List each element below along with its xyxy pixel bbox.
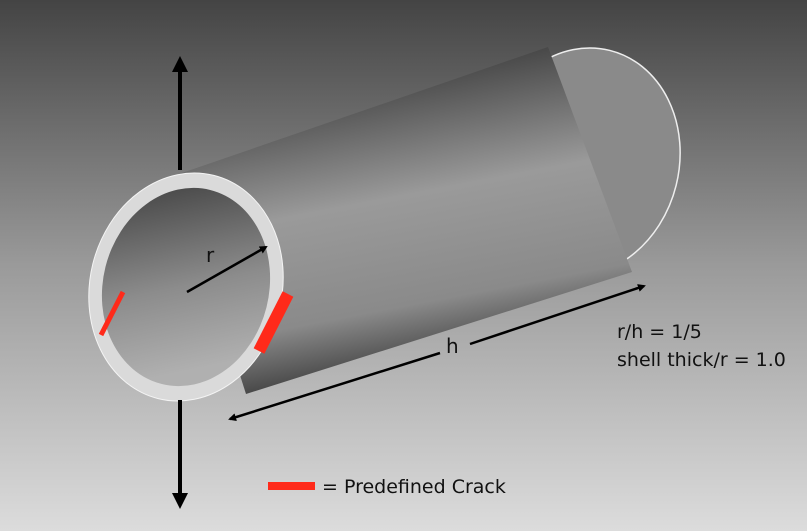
height-label: h xyxy=(446,334,459,358)
cylinder-inner xyxy=(101,187,271,387)
ratio-label: r/h = 1/5 xyxy=(617,321,702,343)
crack-left xyxy=(98,290,126,337)
cylinder-body xyxy=(176,47,632,394)
cylinder xyxy=(88,47,681,402)
height-arrow-right xyxy=(469,284,646,346)
thickness-label: shell thick/r = 1.0 xyxy=(617,349,786,371)
radius-label: r xyxy=(206,243,215,267)
legend-label: = Predefined Crack xyxy=(322,476,506,498)
crack-right xyxy=(253,291,294,354)
radius-arrow xyxy=(186,245,268,294)
height-arrow-left xyxy=(228,351,441,422)
